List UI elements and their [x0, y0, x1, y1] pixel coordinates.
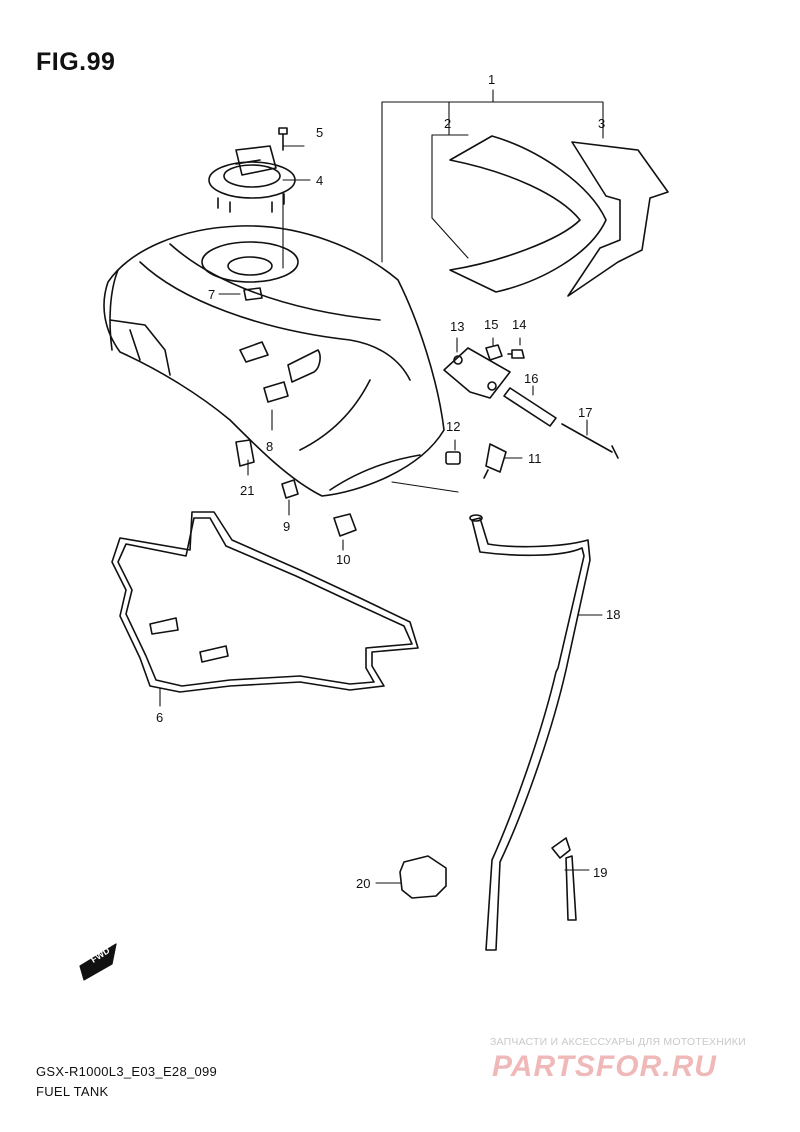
callout-13: 13 [450, 319, 465, 334]
leader-lines [159, 89, 604, 884]
callout-14: 14 [512, 317, 527, 332]
callout-10: 10 [336, 552, 351, 567]
fwd-arrow-icon [79, 943, 117, 981]
callout-8: 8 [266, 439, 274, 454]
part-13-bracket [443, 347, 511, 399]
part-21-cushion [235, 439, 255, 467]
part-20-clamp [399, 855, 447, 899]
part-11-damper [483, 443, 507, 479]
part-4-fuel-cap [208, 145, 296, 213]
callout-11: 11 [528, 451, 542, 466]
callout-5: 5 [316, 125, 324, 140]
part-2-decal [449, 135, 607, 293]
callout-12: 12 [446, 419, 461, 434]
callout-17: 17 [578, 405, 593, 420]
callout-20: 20 [356, 876, 371, 891]
callout-15: 15 [484, 317, 499, 332]
part-18-hose [469, 514, 591, 951]
callout-4: 4 [316, 173, 324, 188]
callout-3: 3 [598, 116, 606, 131]
figure-title: FIG.99 [36, 48, 116, 76]
callout-2: 2 [444, 116, 452, 131]
watermark-logo: PARTSFOR.RU [492, 1050, 717, 1083]
part-14-bolt [507, 349, 525, 359]
callout-18: 18 [606, 607, 621, 622]
callout-1: 1 [488, 72, 496, 87]
assembly-title: FUEL TANK [36, 1084, 109, 1099]
callout-6: 6 [156, 710, 164, 725]
fuel-tank-body [103, 225, 445, 497]
part-16-collar [503, 387, 557, 427]
callout-7: 7 [208, 287, 216, 302]
model-code: GSX-R1000L3_E03_E28_099 [36, 1064, 218, 1079]
callout-19: 19 [593, 865, 608, 880]
callout-21: 21 [240, 483, 255, 498]
callout-16: 16 [524, 371, 539, 386]
part-19-tie [551, 837, 577, 921]
part-17-bolt [561, 423, 619, 459]
part-10-grommet [333, 513, 357, 537]
watermark-tagline: ЗАПЧАСТИ И АКСЕССУАРЫ ДЛЯ МОТОТЕХНИКИ [490, 1036, 746, 1048]
part-6-seal [111, 511, 419, 693]
part-3-decal [567, 141, 669, 297]
part-5-bolt [278, 127, 288, 151]
part-9-clip [281, 479, 299, 499]
part-12-cushion [445, 451, 461, 465]
part-15-nut [485, 344, 503, 361]
callout-9: 9 [283, 519, 291, 534]
